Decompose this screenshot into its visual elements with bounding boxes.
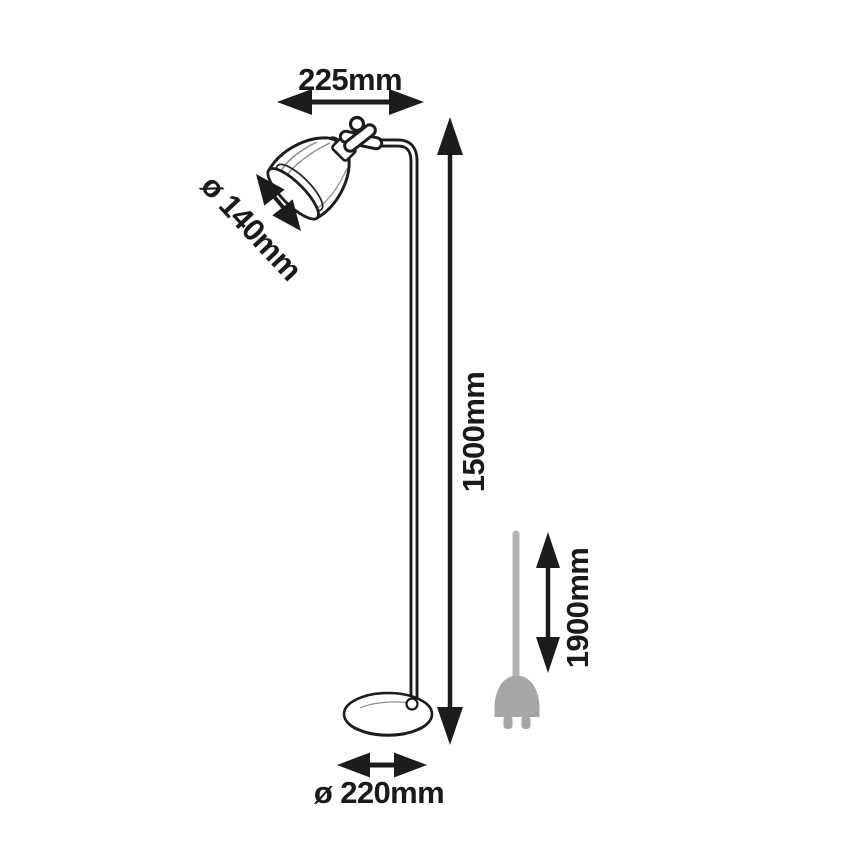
- arrowhead-upper-left: [256, 174, 285, 206]
- shade-rim: [266, 167, 320, 221]
- plug-prong-left: [503, 716, 513, 729]
- bracket-wing-nut: [343, 123, 377, 153]
- lamp-arm-and-pole: [369, 138, 419, 713]
- label-arm-width: 225mm: [298, 62, 402, 97]
- dimension-arm-width: 225mm: [277, 62, 424, 115]
- base-grommet: [405, 697, 419, 711]
- plug-icon: [494, 675, 540, 717]
- arrowhead-lower-right: [272, 199, 301, 231]
- arrowhead-right: [389, 89, 424, 115]
- lamp-base: [342, 691, 434, 737]
- pole-outline: [369, 138, 419, 713]
- arrowhead-top: [437, 117, 463, 155]
- label-cable-length: 1900mm: [560, 548, 595, 669]
- label-base-diameter: ø 220mm: [314, 775, 444, 810]
- plug-prong-right: [521, 716, 531, 729]
- dimension-lamp-height: 1500mm: [437, 117, 491, 745]
- dimension-cable-length: 1900mm: [536, 532, 595, 673]
- arrowhead-bottom: [536, 637, 560, 673]
- arrowhead-left: [277, 89, 312, 115]
- base-edge: [343, 716, 433, 737]
- shade-bracket: [331, 115, 384, 162]
- arrowhead-top: [536, 532, 560, 568]
- pole-highlight: [372, 141, 416, 710]
- arrowhead-right: [394, 752, 427, 778]
- power-cable-and-plug: [494, 530, 540, 729]
- label-lamp-height: 1500mm: [456, 372, 491, 493]
- dimension-base-diameter: ø 220mm: [314, 752, 445, 810]
- arrowhead-left: [337, 752, 370, 778]
- bracket-screw-loop: [348, 115, 366, 133]
- arrowhead-bottom: [437, 707, 463, 745]
- shade-sketch-line: [316, 168, 348, 210]
- lamp-shade: [266, 136, 351, 221]
